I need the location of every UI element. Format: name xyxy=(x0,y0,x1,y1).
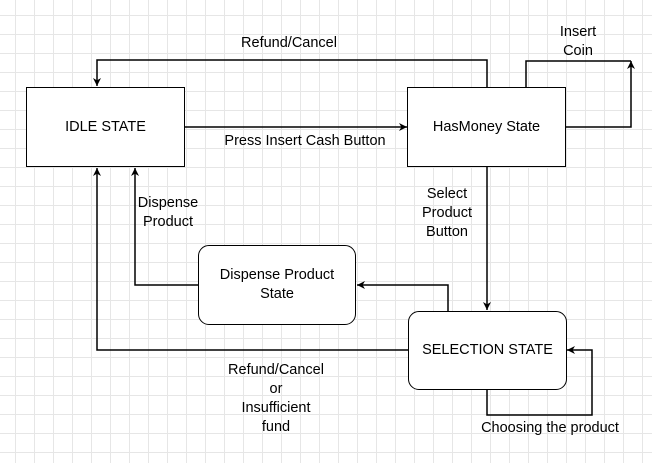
label-refund-insufficient-line3: Insufficient xyxy=(241,400,311,416)
edge-choosing-product xyxy=(486,346,593,416)
edge-insert-coin-return xyxy=(525,60,631,87)
label-insert-coin-line2: Coin xyxy=(563,43,593,59)
node-idle-state: IDLE STATE xyxy=(26,87,185,167)
label-insert-coin: Insert Coin xyxy=(548,23,608,61)
node-idle-label: IDLE STATE xyxy=(65,118,146,135)
label-refund-cancel-top: Refund/Cancel xyxy=(226,34,352,53)
node-dispense-label-line1: Dispense Product xyxy=(219,267,335,283)
edge-selection-to-dispense xyxy=(357,281,449,311)
edge-refund-insufficient xyxy=(93,168,408,351)
label-press-insert-cash: Press Insert Cash Button xyxy=(210,132,400,151)
label-refund-insufficient-line4: fund xyxy=(261,419,291,435)
node-dispense-label-line2: State xyxy=(260,286,294,302)
label-dispense-product-line1: Dispense xyxy=(137,195,199,211)
label-dispense-product-line2: Product xyxy=(143,214,193,230)
label-select-product-button: Select Product Button xyxy=(412,185,482,242)
node-hasmoney-label: HasMoney State xyxy=(432,118,541,135)
label-dispense-product: Dispense Product xyxy=(130,194,206,232)
label-insert-coin-line1: Insert xyxy=(559,24,597,40)
label-refund-insufficient-line1: Refund/Cancel xyxy=(228,362,324,378)
edge-dispense-product xyxy=(131,168,198,286)
node-hasmoney-state: HasMoney State xyxy=(407,87,566,167)
edge-insert-coin xyxy=(566,61,635,128)
node-selection-label: SELECTION STATE xyxy=(422,342,553,358)
node-selection-state: SELECTION STATE xyxy=(408,311,567,390)
label-refund-cancel-top-text: Refund/Cancel xyxy=(241,35,337,51)
label-refund-insufficient-line2: or xyxy=(269,381,283,397)
label-select-product-line1: Select xyxy=(426,186,468,202)
label-choosing-product: Choosing the product xyxy=(470,419,630,438)
label-refund-insufficient: Refund/Cancel or Insufficient fund xyxy=(216,361,336,437)
label-choosing-product-text: Choosing the product xyxy=(481,420,619,436)
label-select-product-line2: Product xyxy=(422,205,472,221)
node-dispense-product-state: Dispense Product State xyxy=(198,245,356,325)
label-press-insert-cash-text: Press Insert Cash Button xyxy=(224,133,386,149)
label-select-product-line3: Button xyxy=(426,224,468,240)
edge-refund-cancel-top xyxy=(93,59,488,87)
